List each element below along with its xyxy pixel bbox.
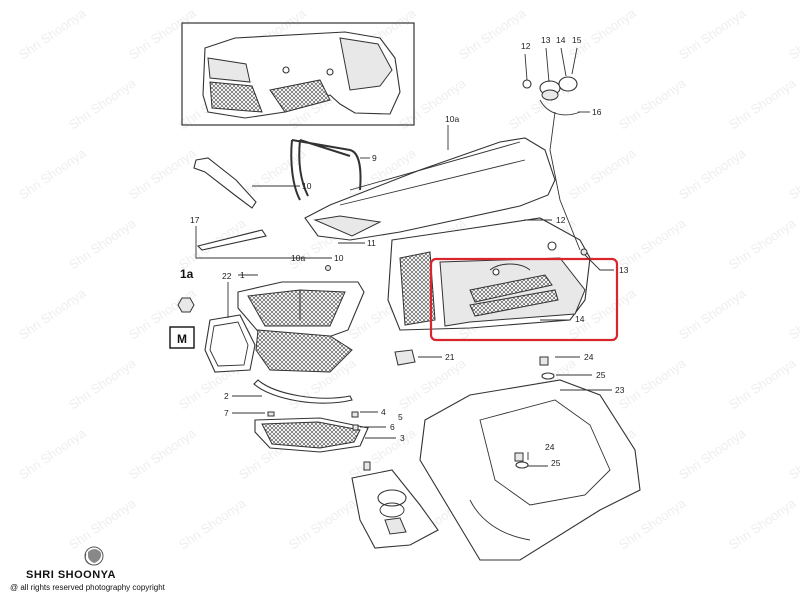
- lion-logo-icon: [84, 546, 104, 566]
- watermark-text: Shri Shoonya: [676, 425, 749, 482]
- watermark-text: Shri Shoonya: [726, 355, 799, 412]
- watermark-text: Shri Shoonya: [66, 75, 139, 132]
- part-2-strip: [253, 379, 353, 404]
- label-3: 3: [400, 433, 405, 443]
- label-16: 13: [541, 35, 551, 45]
- watermark-text: Shri Shoonya: [176, 495, 249, 552]
- watermark-text: Shri Shoonya: [786, 5, 800, 62]
- part-clip: [394, 349, 416, 366]
- label-8a: 10: [302, 181, 312, 191]
- watermark-text: Shri Shoonya: [726, 75, 799, 132]
- watermark-text: Shri Shoonya: [126, 145, 199, 202]
- watermark-text: Shri Shoonya: [566, 5, 639, 62]
- part-1a-nut: [177, 297, 195, 313]
- watermark-text: Shri Shoonya: [786, 145, 800, 202]
- part-side-panel: [387, 217, 591, 331]
- watermark-text: Shri Shoonya: [616, 495, 689, 552]
- watermark-text: Shri Shoonya: [66, 215, 139, 272]
- label-20: 17: [190, 215, 200, 225]
- part-front-grille: [237, 281, 365, 373]
- label-21: 21: [445, 352, 455, 362]
- watermark-text: Shri Shoonya: [616, 215, 689, 272]
- label-25-bottom: 25: [551, 458, 561, 468]
- marker-m-box: M: [169, 326, 195, 349]
- brand-logo: [84, 546, 104, 566]
- watermark-text: Shri Shoonya: [786, 425, 800, 482]
- leader-lines: [195, 47, 614, 467]
- label-12-text: 12: [556, 215, 566, 225]
- watermark-text: Shri Shoonya: [566, 145, 639, 202]
- brand-name: SHRI SHOONYA: [26, 569, 116, 581]
- watermark-text: Shri Shoonya: [676, 145, 749, 202]
- part-bracket: [351, 469, 439, 549]
- part-lens: [204, 314, 256, 373]
- watermark-text: Shri Shoonya: [726, 215, 799, 272]
- label-18: 15: [572, 35, 582, 45]
- label-6: 6: [390, 422, 395, 432]
- label-19: 16: [592, 107, 602, 117]
- label-10: 10: [334, 253, 344, 263]
- label-17: 14: [556, 35, 566, 45]
- watermark-text: Shri Shoonya: [126, 425, 199, 482]
- watermark-text: Shri Shoonya: [616, 355, 689, 412]
- label-5: 5: [398, 412, 403, 422]
- part-20-strip: [196, 229, 267, 251]
- label-11-text: 11: [367, 238, 376, 248]
- watermark-text: Shri Shoonya: [16, 285, 89, 342]
- label-1a: 1a: [180, 267, 194, 281]
- part-fuel-cap-group: [522, 76, 581, 251]
- label-4: 4: [381, 407, 386, 417]
- watermark-text: Shri Shoonya: [676, 285, 749, 342]
- watermark-text: Shri Shoonya: [16, 425, 89, 482]
- label-22: 22: [222, 271, 232, 281]
- part-trim-strip: [193, 157, 257, 209]
- watermark-text: Shri Shoonya: [286, 495, 359, 552]
- label-2: 2: [224, 391, 229, 401]
- label-23: 23: [615, 385, 625, 395]
- watermark-text: Shri Shoonya: [16, 5, 89, 62]
- label-24-top: 24: [584, 352, 594, 362]
- label-9: 10a: [445, 114, 459, 124]
- watermark-text: Shri Shoonya: [786, 285, 800, 342]
- label-1: 1: [240, 270, 245, 280]
- inset-assembled-hood: [181, 22, 415, 126]
- part-floor-mat: [419, 379, 641, 561]
- watermark-text: Shri Shoonya: [456, 5, 529, 62]
- label-13: 13: [619, 265, 629, 275]
- label-10a: 10a: [291, 253, 305, 263]
- watermark-text: Shri Shoonya: [66, 355, 139, 412]
- label-7: 7: [224, 408, 229, 418]
- brand-copyright: @ all rights reserved photography copyri…: [10, 583, 165, 592]
- watermark-text: Shri Shoonya: [16, 145, 89, 202]
- label-8: 9: [372, 153, 377, 163]
- watermark-text: Shri Shoonya: [616, 75, 689, 132]
- marker-letter: M: [177, 332, 187, 346]
- part-lower-grille: [254, 417, 369, 453]
- label-15: 12: [521, 41, 531, 51]
- small-fasteners: [267, 248, 588, 471]
- watermark-text: Shri Shoonya: [726, 495, 799, 552]
- label-25-top: 25: [596, 370, 606, 380]
- watermark-text: Shri Shoonya: [126, 5, 199, 62]
- watermark-text: Shri Shoonya: [676, 5, 749, 62]
- highlight-box: [429, 257, 619, 342]
- part-handle: [290, 139, 362, 201]
- label-14: 14: [575, 314, 585, 324]
- callout-labels: 12 13 14 15 16 10a 9 10 17 13 12 12 11 1…: [180, 35, 629, 468]
- part-hood-top: [304, 137, 556, 241]
- label-24-bottom: 24: [545, 442, 555, 452]
